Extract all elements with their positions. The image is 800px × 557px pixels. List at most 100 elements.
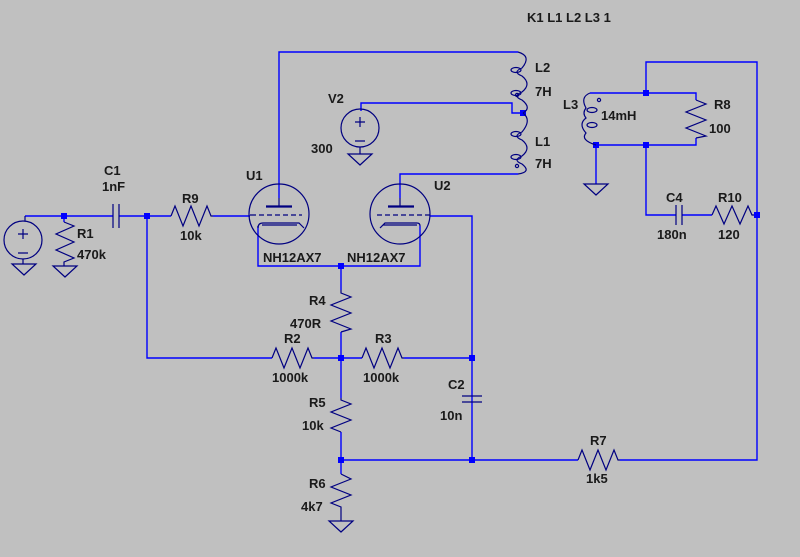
v2-name: V2 [328,91,344,106]
r1-value: 470k [77,247,107,262]
r8-name: R8 [714,97,731,112]
junctions [61,90,760,463]
resistor-icon [329,290,353,333]
wire-feedback-r2[interactable] [146,216,272,359]
wire-l3-bottom[interactable] [596,138,697,146]
component-r5[interactable]: R5 10k [302,395,353,433]
spice-directive[interactable]: K1 L1 L2 L3 1 [527,10,611,25]
u2-name: U2 [434,178,451,193]
component-l3[interactable]: L3 14mH [563,92,636,196]
junction-input [61,213,67,219]
c2-name: C2 [448,377,465,392]
component-r3[interactable]: R3 1000k [361,331,404,385]
r10-name: R10 [718,190,742,205]
c1-name: C1 [104,163,121,178]
component-u2[interactable]: U2 NH12AX7 [347,178,451,265]
phase-dot-icon [514,163,520,169]
ground-icon [10,263,38,276]
l1-name: L1 [535,134,550,149]
r8-value: 100 [709,121,731,136]
component-v2[interactable]: V2 300 [311,91,380,166]
r6-value: 4k7 [301,499,323,514]
r10-value: 120 [718,227,740,242]
component-r7[interactable]: R7 1k5 [577,433,620,486]
l2-value: 7H [535,84,552,99]
c4-value: 180n [657,227,687,242]
u1-name: U1 [246,168,263,183]
component-r9[interactable]: R9 10k [170,191,213,243]
polarity-icon [18,229,28,254]
r6-name: R6 [309,476,326,491]
resistor-icon [361,346,404,370]
ground-icon [346,153,374,166]
r7-value: 1k5 [586,471,608,486]
component-u1[interactable]: U1 NH12AX7 [246,168,322,265]
component-r2[interactable]: R2 1000k [271,331,314,385]
phase-dot-icon [596,97,602,103]
inductor-icon [516,112,528,175]
junction-r3-c2 [469,355,475,361]
v2-value: 300 [311,141,333,156]
ground-icon [51,265,79,278]
wire-u1-plate[interactable] [278,51,518,198]
capacitor-icon [462,395,482,403]
r4-name: R4 [309,293,326,308]
resistor-icon [271,346,314,370]
component-c4[interactable]: C4 180n [657,190,687,242]
junction-l3-c4 [643,142,649,148]
polarity-icon [355,117,365,142]
r9-value: 10k [180,228,202,243]
wire-u2-plate[interactable] [399,173,518,198]
component-v1[interactable] [3,216,43,276]
wire-l3-top[interactable] [590,92,697,100]
junction-c1-r9 [144,213,150,219]
r9-name: R9 [182,191,199,206]
r3-name: R3 [375,331,392,346]
u1-value: NH12AX7 [263,250,322,265]
r5-name: R5 [309,395,326,410]
junction-cathodes [338,263,344,269]
phase-dot-icon [514,92,520,98]
component-r8[interactable]: R8 100 [684,97,731,139]
component-r1[interactable]: R1 470k [51,221,107,278]
l3-name: L3 [563,97,578,112]
component-r6[interactable]: R6 4k7 [301,473,355,533]
plate-icon [266,198,292,208]
r7-name: R7 [590,433,607,448]
resistor-icon [54,221,76,266]
junction-r5-r6 [338,457,344,463]
triode-icon [369,183,431,245]
l3-value: 14mH [601,108,636,123]
inductor-icon [581,92,597,146]
wire-u2-grid[interactable] [430,215,473,460]
component-c1[interactable]: C1 1nF [102,163,125,228]
wire-l3-c4[interactable] [645,145,676,216]
resistor-icon [684,99,709,139]
plate-icon [388,198,414,208]
component-r10[interactable]: R10 120 [711,190,754,242]
resistor-icon [329,473,353,512]
c4-name: C4 [666,190,683,205]
component-c2[interactable]: C2 10n [440,377,482,423]
junction-r4-r5 [338,355,344,361]
r4-value: 470R [290,316,322,331]
l2-name: L2 [535,60,550,75]
component-r4[interactable]: R4 470R [290,290,353,333]
resistor-icon [711,204,754,226]
u2-value: NH12AX7 [347,250,406,265]
r1-name: R1 [77,226,94,241]
wire-input[interactable] [25,215,65,222]
component-l2[interactable]: L2 7H [510,51,552,114]
component-l1[interactable]: L1 7H [510,112,552,175]
c1-value: 1nF [102,179,125,194]
wire-r7-output[interactable] [620,61,758,461]
resistor-icon [170,204,213,228]
r2-value: 1000k [272,370,309,385]
capacitor-icon [112,204,120,228]
junction-output [754,212,760,218]
wire-b-plus[interactable] [360,102,523,114]
triode-icon [248,183,310,245]
r5-value: 10k [302,418,324,433]
cathode-icon [379,222,421,229]
